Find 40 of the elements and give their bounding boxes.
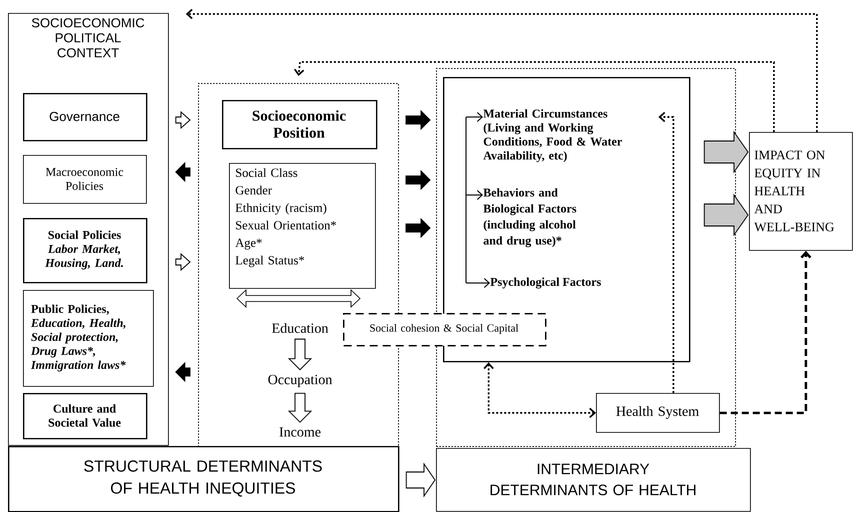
policy-box: Governance xyxy=(23,93,148,142)
determinants-box: STRUCTURAL DETERMINANTS OF HEALTH INEQUITIES xyxy=(8,446,400,512)
stage-text: Occupation xyxy=(268,374,332,388)
arrow xyxy=(186,8,818,132)
factor-text: Psychological Factors xyxy=(490,278,601,288)
cohesion-box: Social cohesion & Social Capital xyxy=(343,313,546,346)
group-frame xyxy=(198,83,399,447)
block-arrow xyxy=(288,338,312,370)
block-arrow xyxy=(175,162,190,182)
arrow xyxy=(466,278,490,288)
policy-box: Public Policies, Education, Health, Social protection, Drug Laws*, Immigration laws* xyxy=(23,290,154,387)
block-arrow xyxy=(704,130,749,174)
position-box: Socioeconomic Position xyxy=(222,100,378,150)
arrow xyxy=(658,112,674,393)
factor-list-box: Social Class Gender Ethnicity (racism) Sexual Orientation* Age* Legal Status* xyxy=(229,163,376,289)
arrow xyxy=(466,112,483,122)
arrow xyxy=(294,61,775,132)
factor-text: Material Circumstances (Living and Working Conditions, Food & Water Availability, etc) xyxy=(483,109,622,162)
factor-text: Behaviors and Biological Factors (including alcohol and drug use)* xyxy=(483,188,576,248)
block-arrow xyxy=(406,218,431,238)
health-system-box: Health System xyxy=(596,393,720,433)
block-arrow xyxy=(406,462,436,498)
determinants-box: INTERMEDIARY DETERMINANTS OF HEALTH xyxy=(436,448,751,512)
block-arrow xyxy=(288,392,312,423)
arrow xyxy=(720,250,812,414)
factor-panel xyxy=(443,77,690,362)
arrow xyxy=(484,362,596,418)
impact-box: IMPACT ON EQUITY IN HEALTH AND WELL-BEING xyxy=(749,132,853,251)
block-arrow xyxy=(406,170,431,190)
block-arrow xyxy=(704,194,749,236)
policy-box: Social Policies Labor Market, Housing, Land. xyxy=(23,218,148,284)
block-arrow xyxy=(175,253,191,271)
stage-text: Education xyxy=(272,323,328,333)
arrow xyxy=(466,190,483,200)
block-arrow xyxy=(406,110,431,130)
block-arrow xyxy=(175,362,190,382)
block-arrow xyxy=(175,111,191,129)
policy-box: Culture and Societal Value xyxy=(23,393,148,440)
policy-box: Macroeconomic Policies xyxy=(23,155,147,204)
stage-text: Income xyxy=(280,427,320,437)
